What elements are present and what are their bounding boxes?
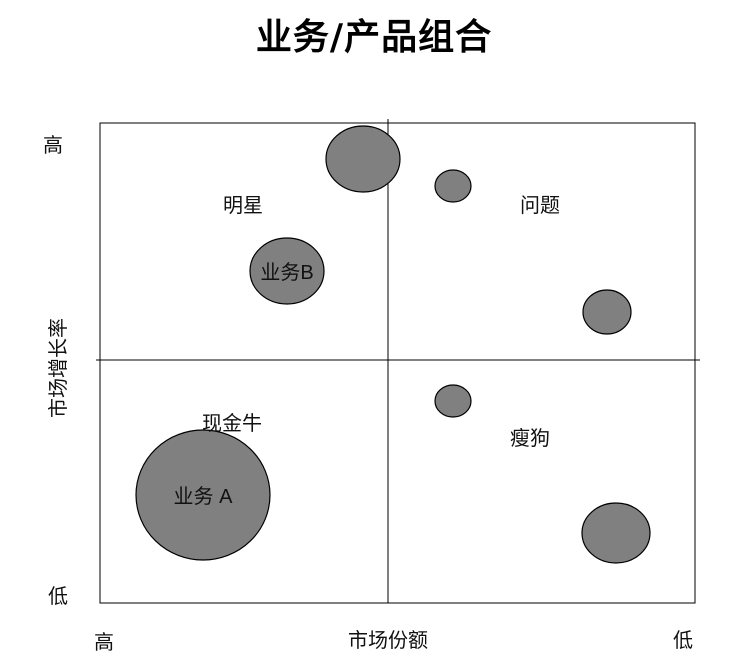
y-axis-high-label: 高 — [43, 133, 63, 157]
quadrant-cash-cow-label: 现金牛 — [202, 411, 262, 435]
quadrant-star-label: 明星 — [223, 193, 263, 217]
y-axis-title: 市场增长率 — [46, 318, 70, 418]
bubble — [325, 125, 401, 193]
bubble — [434, 384, 472, 418]
bubble — [582, 289, 632, 335]
business-b-label: 业务B — [260, 261, 313, 284]
quadrant-dog-label: 瘦狗 — [510, 426, 550, 450]
business-a-label: 业务 A — [174, 485, 234, 508]
bubble-business-b — [249, 237, 325, 305]
x-axis-low-label: 低 — [673, 628, 693, 652]
y-axis-low-label: 低 — [48, 584, 68, 608]
bubble-business-a — [135, 429, 271, 561]
quadrant-question-label: 问题 — [520, 193, 560, 217]
matrix-frame — [99, 122, 696, 604]
bubble — [581, 502, 651, 564]
bubble — [434, 169, 472, 203]
x-axis-high-label: 高 — [94, 630, 114, 654]
x-axis-title: 市场份额 — [348, 628, 428, 652]
chart-title: 业务/产品组合 — [255, 17, 493, 58]
